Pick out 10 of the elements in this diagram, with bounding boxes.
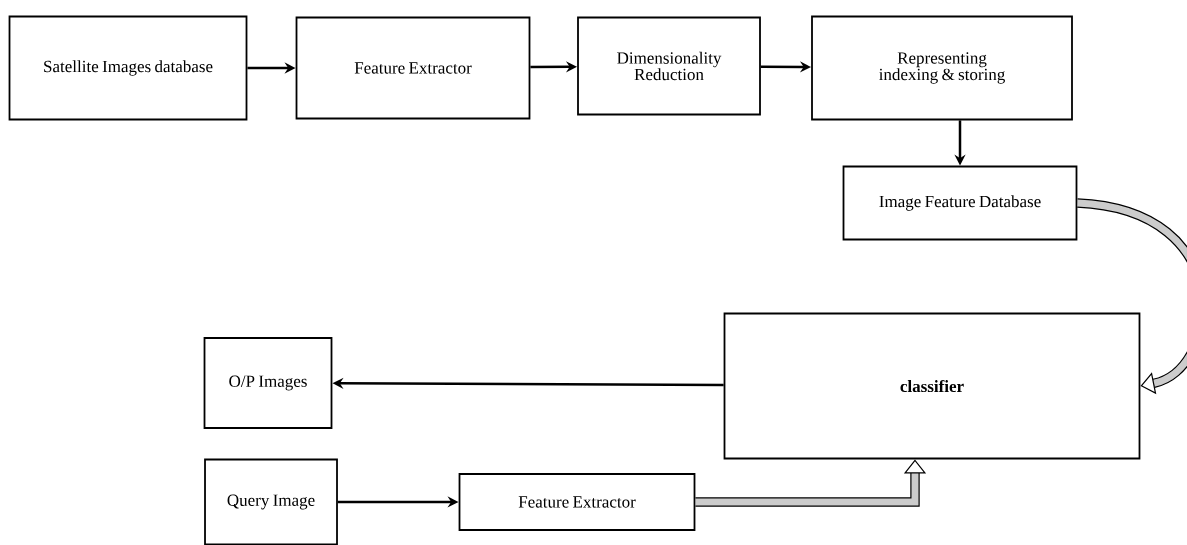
process-box: classifier (723, 312, 1141, 460)
process-box: Query Image (204, 458, 338, 545)
process-box: Feature Extractor (295, 16, 531, 120)
process-box: O/P Images (203, 337, 333, 429)
process-box: Image Feature Database (842, 165, 1078, 241)
process-box: Representing indexing & storing (811, 15, 1073, 121)
process-box: Dimensionality Reduction (577, 16, 761, 116)
arrow (1076, 198, 1187, 395)
process-box: Satellite Images database (8, 15, 248, 121)
process-box: Feature Extractor (458, 473, 696, 531)
